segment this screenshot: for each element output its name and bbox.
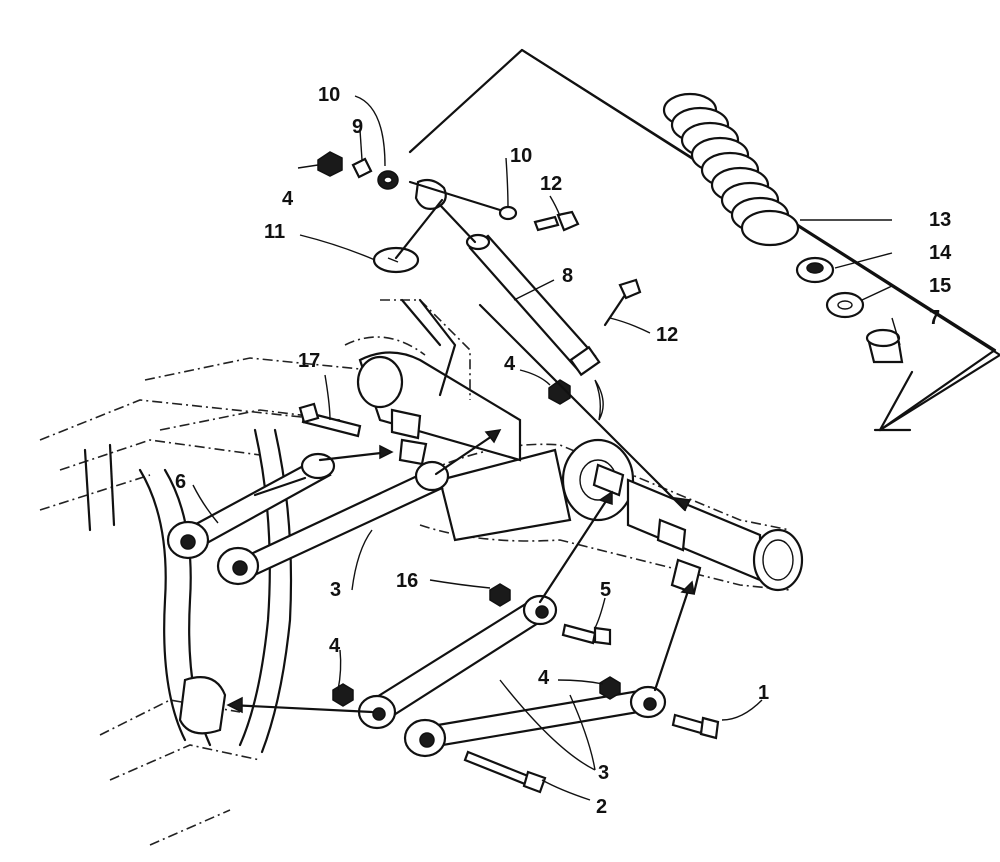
hardware-top: [317, 151, 580, 274]
axle-housing: [356, 298, 804, 595]
spring-retainer: [795, 256, 835, 284]
callout-10-right: 10: [510, 145, 533, 167]
callout-10-top: 10: [318, 84, 341, 106]
callout-13: 13: [929, 209, 952, 231]
callout-5: 5: [600, 579, 612, 601]
callout-14: 14: [929, 242, 952, 264]
callout-4-right: 4: [538, 667, 550, 689]
callout-16: 16: [396, 570, 419, 592]
callout-leaders: [192, 95, 901, 801]
shock-bolt: [548, 278, 642, 405]
vehicle-frame: [39, 336, 426, 846]
callout-3-lower: 3: [598, 762, 610, 784]
callout-9: 9: [352, 116, 364, 138]
callout-8: 8: [562, 265, 574, 287]
coil-spring: [662, 92, 800, 247]
callout-3-upper: 3: [330, 579, 342, 601]
callout-4-top: 4: [282, 188, 294, 210]
callout-17: 17: [298, 350, 321, 372]
callout-1: 1: [758, 682, 770, 704]
callout-12-top: 12: [540, 173, 563, 195]
spring-kit-inset-box: [408, 48, 1000, 432]
callout-6: 6: [175, 471, 187, 493]
spring-bushing: [865, 328, 904, 364]
assembly-arrows: [226, 180, 695, 714]
callout-7: 7: [929, 307, 941, 329]
callout-4-left: 4: [329, 635, 341, 657]
callout-4-shock: 4: [504, 353, 516, 375]
lower-control-arms: [357, 594, 667, 758]
callout-11: 11: [264, 221, 286, 243]
spring-washer: [825, 291, 865, 319]
callout-12-shock: 12: [656, 324, 679, 346]
callout-2: 2: [596, 796, 608, 818]
upper-control-arms: [166, 402, 450, 586]
callout-15: 15: [929, 275, 952, 297]
